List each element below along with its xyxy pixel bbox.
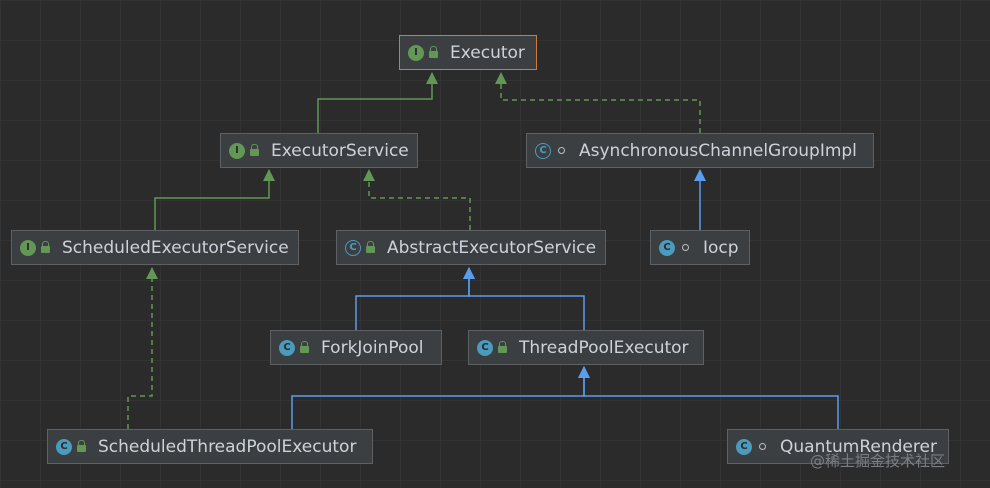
edge-line (500, 73, 701, 133)
class-icon: C (736, 438, 752, 455)
edge-line (154, 170, 270, 230)
lock-icon (498, 340, 507, 353)
node-abstract-executor-service[interactable]: C AbstractExecutorService (336, 230, 606, 265)
lock-icon (300, 340, 309, 353)
edge-quantum_renderer-to-thread_pool_executor (578, 366, 839, 429)
lock-icon (429, 45, 438, 58)
edge-arrowhead (463, 267, 475, 279)
node-scheduled-thread-pool-executor[interactable]: C ScheduledThreadPoolExecutor (47, 429, 373, 464)
edge-scheduled_thread_pool_executor-to-thread_pool_executor (291, 366, 590, 429)
node-label: ThreadPoolExecutor (519, 337, 689, 358)
edge-async_channel_group-to-executor (495, 72, 701, 133)
edge-line (468, 268, 585, 330)
edge-arrowhead (578, 366, 590, 378)
abstract-class-icon: C (535, 142, 551, 159)
node-label: ScheduledThreadPoolExecutor (98, 436, 357, 457)
lock-icon (41, 240, 50, 253)
node-async-channel-group-impl[interactable]: C AsynchronousChannelGroupImpl (526, 133, 874, 168)
class-icon: C (477, 339, 493, 356)
class-icon: C (659, 239, 675, 256)
node-label: ScheduledExecutorService (62, 237, 289, 258)
node-label: Iocp (703, 237, 739, 258)
node-label: Executor (450, 42, 525, 63)
edge-abstract_executor_service-to-executor_service (363, 169, 471, 230)
lock-icon (250, 143, 259, 156)
interface-icon: I (229, 142, 245, 159)
edge-line (583, 367, 839, 429)
edge-line (127, 268, 153, 429)
lock-icon (366, 240, 375, 253)
edge-fork_join_pool-to-abstract_executor_service (355, 267, 475, 330)
node-executor-service[interactable]: I ExecutorService (220, 133, 418, 168)
node-thread-pool-executor[interactable]: C ThreadPoolExecutor (468, 330, 704, 365)
node-label: QuantumRenderer (780, 436, 937, 457)
edge-line (317, 73, 433, 133)
node-label: ForkJoinPool (321, 337, 424, 358)
lock-icon (77, 439, 86, 452)
edge-thread_pool_executor-to-abstract_executor_service (463, 267, 585, 330)
edge-line (355, 268, 470, 330)
edge-scheduled_executor_service-to-executor_service (154, 169, 275, 230)
edge-scheduled_thread_pool_executor-to-scheduled_executor_service (127, 267, 158, 429)
edge-line (291, 367, 585, 429)
node-fork-join-pool[interactable]: C ForkJoinPool (270, 330, 442, 365)
class-icon: C (279, 339, 295, 356)
node-label: AbstractExecutorService (387, 237, 597, 258)
node-executor[interactable]: I Executor (399, 35, 537, 70)
edge-arrowhead (495, 72, 507, 84)
node-iocp[interactable]: C Iocp (650, 230, 750, 265)
edge-arrowhead (363, 169, 375, 181)
interface-icon: I (20, 239, 36, 256)
edge-arrowhead (426, 72, 438, 84)
abstract-class-icon: C (345, 239, 361, 256)
edge-iocp-to-async_channel_group (694, 169, 706, 230)
node-label: ExecutorService (271, 140, 409, 161)
edge-line (368, 170, 471, 230)
package-dot-icon (680, 244, 691, 251)
edge-arrowhead (263, 169, 275, 181)
edge-executor_service-to-executor (317, 72, 438, 133)
package-dot-icon (556, 147, 567, 154)
interface-icon: I (408, 44, 424, 61)
edge-arrowhead (694, 169, 706, 181)
package-dot-icon (757, 443, 768, 450)
node-quantum-renderer[interactable]: C QuantumRenderer (727, 429, 949, 464)
edge-arrowhead (146, 267, 158, 279)
watermark: @稀土掘金技术社区 (810, 452, 946, 470)
node-label: AsynchronousChannelGroupImpl (579, 140, 857, 161)
class-icon: C (56, 438, 72, 455)
node-scheduled-executor-service[interactable]: I ScheduledExecutorService (11, 230, 299, 265)
